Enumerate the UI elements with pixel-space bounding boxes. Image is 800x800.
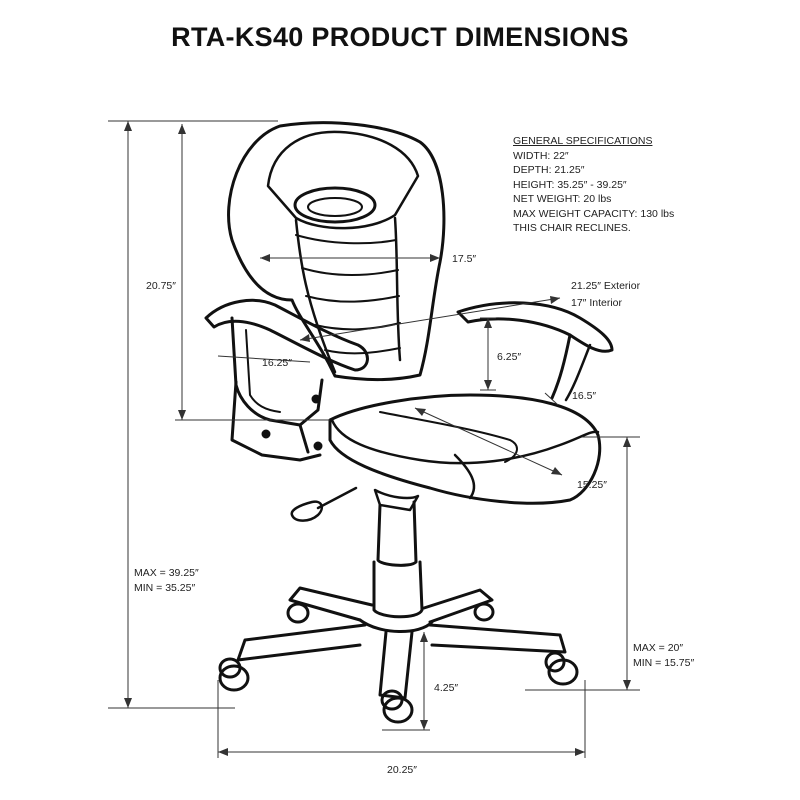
label-arm-length: 16.25″ xyxy=(262,357,292,369)
spec-max-weight: MAX WEIGHT CAPACITY: 130 lbs xyxy=(513,207,675,220)
right-armrest xyxy=(456,301,614,353)
label-back-width: 17.5″ xyxy=(452,253,476,265)
spec-reclines: THIS CHAIR RECLINES. xyxy=(513,222,631,234)
height-lever xyxy=(290,486,358,522)
label-base-width: 20.25″ xyxy=(387,764,417,776)
headrest-cutout xyxy=(293,186,377,224)
spec-width: WIDTH: 22″ xyxy=(513,149,569,162)
spec-height: HEIGHT: 35.25″ - 39.25″ xyxy=(513,178,627,191)
chair-illustration xyxy=(204,121,614,724)
left-armrest xyxy=(204,298,369,372)
label-back-height: 20.75″ xyxy=(146,280,176,292)
dimension-lines xyxy=(108,120,640,758)
label-seat-max: MAX = 20″ xyxy=(633,642,683,654)
label-caster-height: 4.25″ xyxy=(434,682,458,694)
label-overall-max: MAX = 39.25″ xyxy=(134,567,199,579)
general-specifications: GENERAL SPECIFICATIONS WIDTH: 22″ DEPTH:… xyxy=(513,134,674,236)
label-overall-min: MIN = 35.25″ xyxy=(134,582,195,594)
label-seat-side: 16.5″ xyxy=(572,390,596,402)
specs-heading: GENERAL SPECIFICATIONS xyxy=(513,135,653,147)
dimension-arrowheads xyxy=(124,121,631,756)
label-seat-width-exterior: 21.25″ Exterior xyxy=(571,280,641,292)
spec-net-weight: NET WEIGHT: 20 lbs xyxy=(513,193,612,205)
label-seat-min: MIN = 15.75″ xyxy=(633,657,694,669)
page-title: RTA-KS40 PRODUCT DIMENSIONS xyxy=(171,22,629,52)
casters xyxy=(218,602,579,724)
label-seat-depth: 15.25″ xyxy=(577,479,607,491)
label-arm-height: 6.25″ xyxy=(497,351,521,363)
gas-cylinder xyxy=(376,500,418,567)
chair-base xyxy=(236,586,567,700)
chair-backrest xyxy=(227,121,446,382)
chair-seat xyxy=(328,393,602,505)
spec-depth: DEPTH: 21.25″ xyxy=(513,164,585,176)
label-seat-width-interior: 17″ Interior xyxy=(571,297,622,309)
